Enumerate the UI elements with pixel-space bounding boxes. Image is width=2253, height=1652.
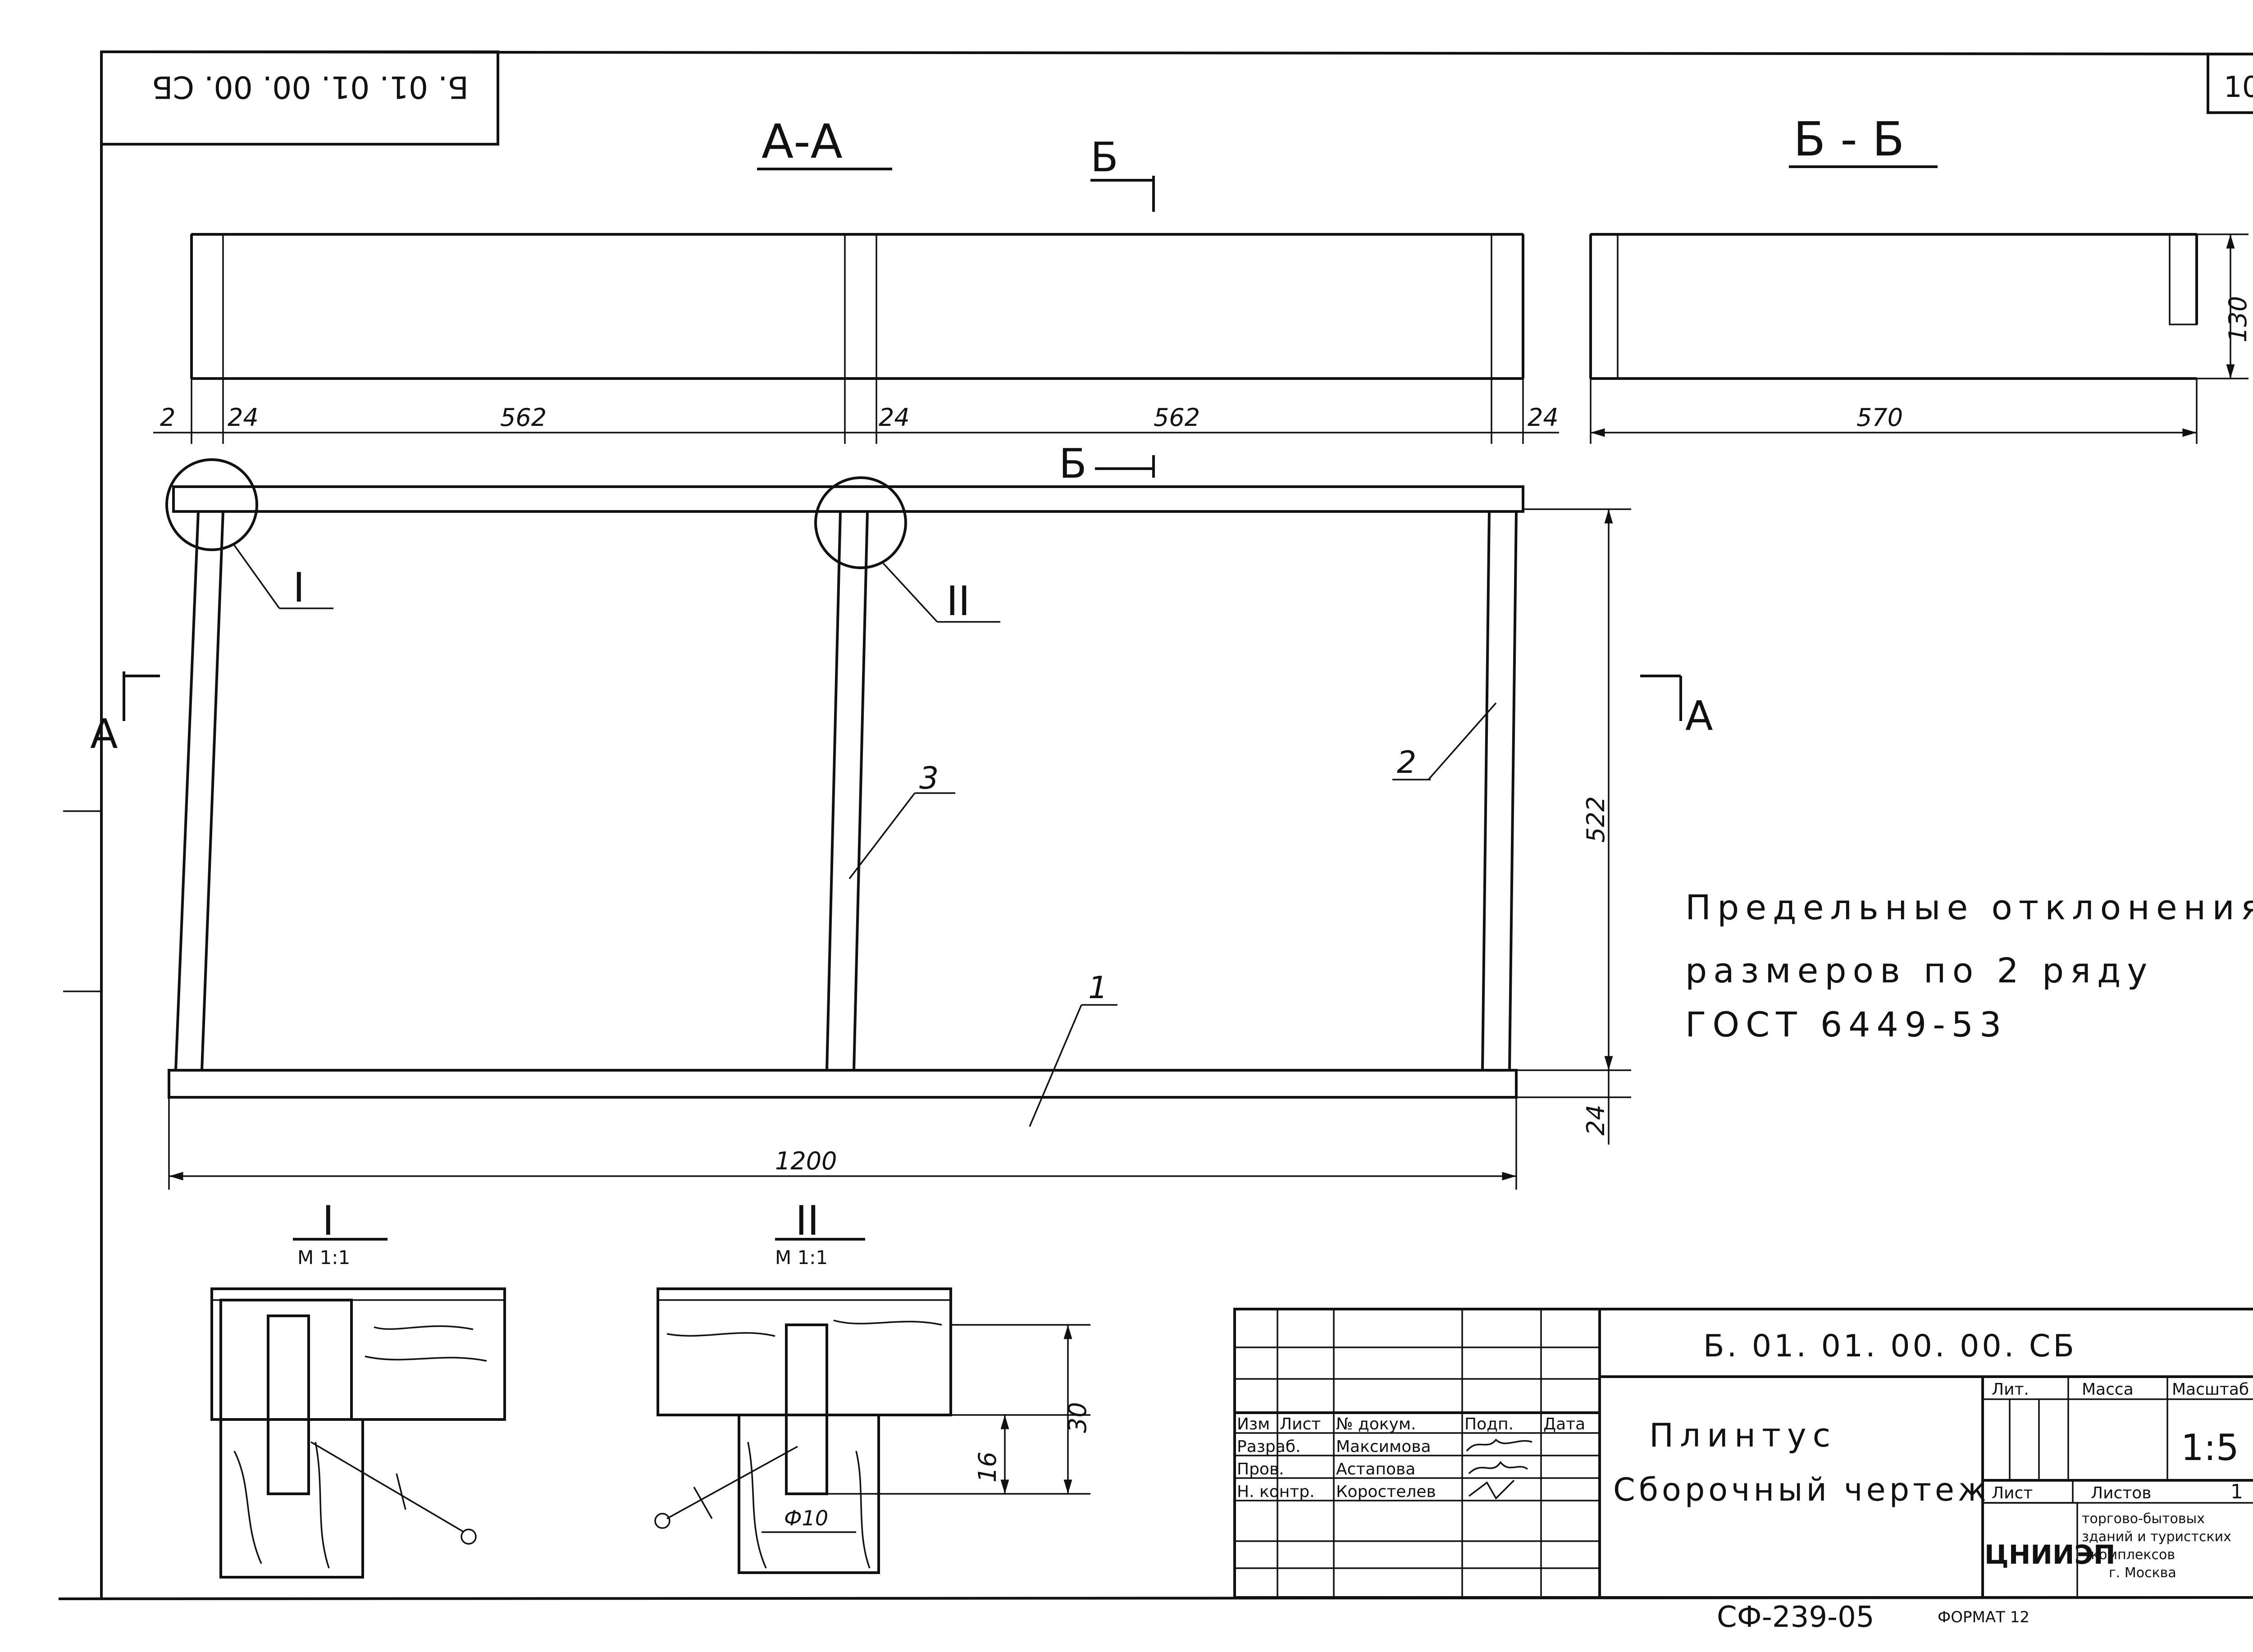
tb-h-mass: Масса: [2082, 1380, 2134, 1399]
tb-col-izm: Изм: [1237, 1415, 1270, 1433]
top-code-stamp: Б. 01. 01. 00. 00. СБ: [100, 50, 499, 146]
tb-col-list: Лист: [1280, 1415, 1321, 1433]
dim-aa-post-2: 24: [879, 403, 910, 432]
dim-aa-left-gap: 2: [160, 403, 175, 432]
detail-circle-2: [814, 476, 907, 569]
bottom-code: СФ-239-05: [1717, 1601, 1874, 1634]
detail-2: II М 1:1 30 16 Ф10: [654, 1197, 1092, 1574]
tb-col-sign: Подп.: [1464, 1415, 1514, 1433]
signature-3: [1468, 1479, 1515, 1500]
section-bb-view: 130 570: [1589, 233, 2252, 444]
callout-part-1: 1: [1088, 970, 1108, 1006]
detail-1: I М 1:1: [210, 1197, 506, 1579]
top-code: Б. 01. 01. 00. 00. СБ: [152, 69, 469, 105]
detail-2-scale: М 1:1: [775, 1246, 828, 1269]
dim-detail-depth: 30: [1063, 1402, 1092, 1433]
format-label: ФОРМАТ 12: [1938, 1608, 2030, 1626]
sheet-number-box: 10: [2207, 53, 2253, 114]
dim-bb-height: 130: [2224, 296, 2252, 342]
section-aa-dimensions: 2 24 562 24 562 24: [153, 379, 1559, 444]
tb-sheets-count: 1: [2230, 1480, 2243, 1503]
tb-sheet-label: Лист: [1992, 1484, 2033, 1502]
main-dimensions: 522 24 1200: [168, 508, 1631, 1190]
cut-marker-a-left: А: [90, 711, 118, 758]
tb-h-scale: Масштаб: [2172, 1380, 2249, 1399]
section-bb-title: Б - Б: [1793, 112, 1904, 167]
dim-aa-post-1: 24: [228, 403, 259, 432]
signature-2: [1468, 1461, 1528, 1474]
section-aa-view: [190, 233, 1524, 380]
tb-org-3: комплексов: [2091, 1547, 2175, 1563]
detail-1-title: I: [322, 1197, 334, 1245]
tb-h-lit: Лит.: [1992, 1380, 2029, 1399]
tb-col-date: Дата: [1543, 1415, 1585, 1433]
tb-doc-code: Б. 01. 01. 00. 00. СБ: [1703, 1328, 2077, 1364]
tb-role-2: Пров.: [1237, 1460, 1284, 1479]
aa-post-2: [844, 233, 877, 379]
detail-2-title: II: [795, 1197, 819, 1245]
detail-1-scale: М 1:1: [297, 1246, 350, 1269]
note-line-3: ГОСТ 6449-53: [1685, 1004, 2007, 1045]
dim-bb-width: 570: [1856, 403, 1903, 432]
callouts: I II 3 2 1: [233, 544, 1497, 1127]
tb-scale: 1:5: [2181, 1427, 2239, 1469]
tb-sheets-label: Листов: [2091, 1484, 2151, 1502]
dim-rail-thickness: 24: [1582, 1104, 1610, 1136]
dim-aa-span-1: 562: [500, 403, 547, 432]
tb-role-3: Н. контр.: [1237, 1483, 1315, 1501]
cut-marker-b-top: Б: [1090, 134, 1118, 181]
tb-role-1: Разраб.: [1237, 1438, 1300, 1456]
org-logo-text: ЦНИИЭП: [1984, 1539, 2116, 1570]
cut-marker-a-right: А: [1685, 693, 1713, 740]
dim-total-length: 1200: [775, 1147, 837, 1175]
tb-person-2: Астапова: [1336, 1460, 1415, 1479]
dim-aa-post-3: 24: [1528, 403, 1559, 432]
tb-name-line-1: Плинтус: [1649, 1416, 1837, 1454]
tb-col-doc: № докум.: [1336, 1415, 1416, 1433]
tolerance-notes: Предельные отклонения размеров по 2 ряду…: [1685, 887, 2253, 1045]
note-line-1: Предельные отклонения: [1685, 887, 2253, 927]
callout-detail-2: II: [946, 578, 970, 625]
tb-person-1: Максимова: [1336, 1438, 1431, 1456]
tb-name-line-2: Сборочный чертеж: [1613, 1471, 1990, 1508]
title-block: Изм Лист № докум. Подп. Дата Разраб. Мак…: [1233, 1308, 2253, 1599]
cut-marker-b-mid: Б: [1059, 440, 1087, 488]
callout-part-2: 2: [1397, 745, 1416, 780]
bb-post: [1590, 233, 1619, 379]
dim-aa-span-2: 562: [1154, 403, 1200, 432]
callout-part-3: 3: [919, 761, 939, 796]
detail-circle-1: [165, 458, 258, 551]
aa-post-3: [1491, 233, 1524, 379]
main-frame-view: [165, 458, 1524, 1099]
sheet-number: 10: [2224, 71, 2253, 104]
tb-org-4: г. Москва: [2109, 1565, 2176, 1581]
section-aa-title: А-А: [762, 114, 843, 169]
dim-height: 522: [1582, 796, 1610, 843]
bb-rail: [2169, 233, 2198, 325]
tb-org-1: торгово-бытовых: [2082, 1511, 2205, 1527]
dim-detail-pin-depth: 16: [973, 1451, 1002, 1483]
signature-1: [1466, 1438, 1532, 1452]
tb-person-3: Коростелев: [1336, 1483, 1436, 1501]
callout-detail-1: I: [293, 564, 305, 612]
org-logo: [1982, 1502, 2078, 1598]
dim-pin-diameter: Ф10: [784, 1506, 828, 1530]
note-line-2: размеров по 2 ряду: [1685, 950, 2153, 990]
aa-post-1: [191, 233, 224, 379]
tb-org-2: зданий и туристских: [2082, 1529, 2231, 1545]
